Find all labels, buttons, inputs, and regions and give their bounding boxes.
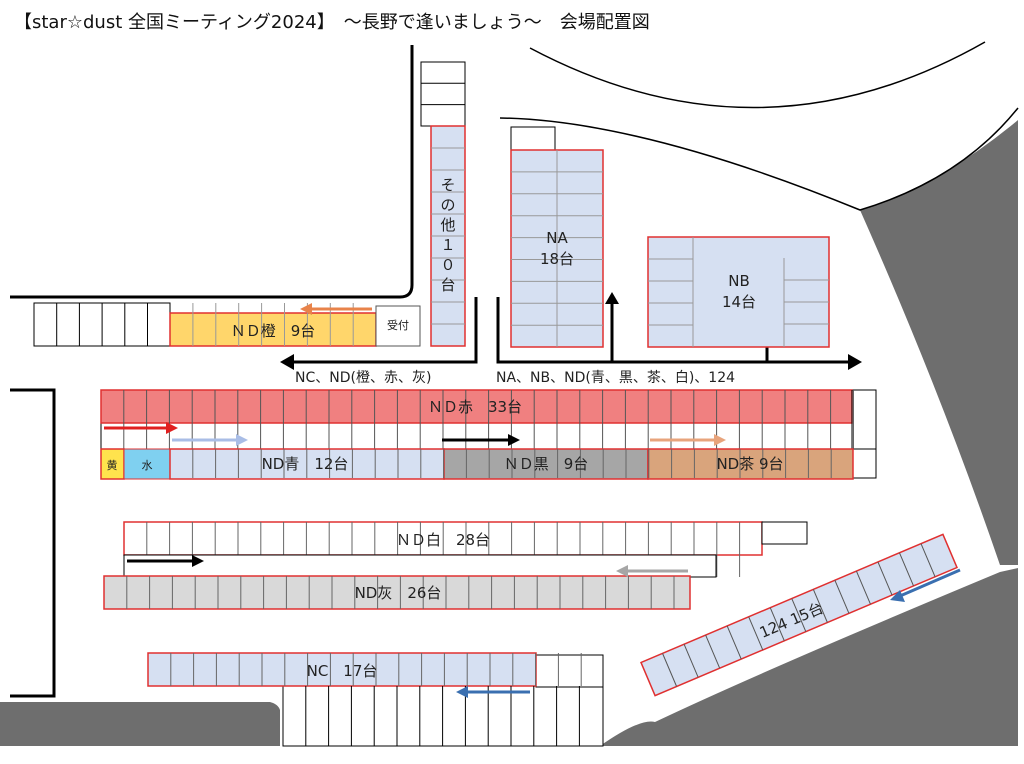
page-title: 【star☆dust 全国ミーティング2024】 ～長野で逢いましょう～ 会場配… bbox=[14, 12, 650, 33]
area-nd-gray-label: ND灰 26台 bbox=[355, 584, 442, 602]
area-nd-white-label: ＮＤ白 28台 bbox=[396, 531, 490, 549]
stall-line bbox=[834, 580, 850, 614]
area-nd-brown bbox=[647, 448, 854, 480]
stall-line bbox=[683, 644, 699, 678]
area-reception bbox=[375, 305, 421, 347]
area-sonota-label: その他 １ ０ 台 bbox=[440, 176, 455, 294]
area-lower-lane-grid bbox=[192, 449, 832, 478]
route-right-arrowhead bbox=[848, 354, 862, 370]
area-124: 124 15台 bbox=[640, 533, 958, 697]
road-divider-right bbox=[496, 297, 850, 364]
stall-line bbox=[791, 598, 807, 632]
arrow-brown-head bbox=[714, 434, 726, 446]
area-yellow-label: 黄 bbox=[107, 458, 118, 472]
route-right-label: NA、NB、ND(青、黒、茶、白)、124 bbox=[496, 370, 735, 386]
area-nd-gray bbox=[103, 575, 691, 610]
stall-line bbox=[812, 589, 828, 623]
stall-line bbox=[877, 561, 893, 596]
area-cyan-label: 水 bbox=[142, 459, 153, 472]
route-na-arrowhead bbox=[605, 292, 619, 304]
stall bbox=[420, 61, 466, 127]
route-left-arrowhead bbox=[280, 354, 294, 370]
area-nd-blue-label: ND青 12台 bbox=[262, 455, 349, 473]
stall-column-na-top bbox=[510, 126, 556, 151]
arrow-lightblue-head bbox=[236, 434, 248, 446]
area-reception-label: 受付 bbox=[387, 319, 409, 332]
area-nd-gray-grid bbox=[126, 576, 675, 609]
arrow-blue-head bbox=[456, 686, 468, 698]
boundary-left bbox=[10, 388, 56, 698]
area-sonota-char: の bbox=[440, 196, 455, 214]
area-nb bbox=[647, 236, 830, 348]
stall-nc-right bbox=[535, 654, 604, 688]
stall-line bbox=[769, 607, 785, 641]
stall-line bbox=[662, 653, 678, 687]
arrow-gray-head bbox=[616, 565, 628, 577]
area-nc bbox=[147, 652, 537, 687]
arrow-red-head bbox=[166, 422, 178, 434]
arrow-orange-head bbox=[300, 303, 312, 315]
area-nd-brown-label: ND茶 9台 bbox=[716, 455, 783, 473]
stall-line bbox=[855, 570, 871, 605]
stall-row-left-top bbox=[33, 302, 171, 347]
area-nd-red bbox=[100, 389, 853, 424]
road-divider-left bbox=[290, 297, 478, 364]
area-na-label-line2: 18台 bbox=[540, 250, 574, 268]
area-sonota-char: ０ bbox=[440, 256, 455, 274]
area-nc-label: NC 17台 bbox=[307, 662, 378, 680]
area-sonota-char: １ bbox=[440, 236, 455, 254]
area-sonota-char: 他 bbox=[440, 216, 455, 234]
area-nb-grid bbox=[648, 237, 829, 347]
area-nb-label-line2: 14台 bbox=[722, 293, 756, 311]
stall bbox=[510, 126, 556, 151]
stall-white-extra bbox=[761, 521, 808, 545]
area-nd-red-label: ＮＤ赤 33台 bbox=[428, 398, 522, 416]
arrow-black-head bbox=[508, 434, 520, 446]
area-nb-label-line1: NB bbox=[728, 272, 750, 290]
arrow-black-2-head bbox=[192, 555, 204, 567]
route-left-label: NC、ND(橙、赤、灰) bbox=[295, 370, 431, 386]
curve-inner bbox=[499, 107, 1019, 211]
arrow-blue-2-head bbox=[890, 590, 905, 602]
area-nd-orange-label: ＮＤ橙 9台 bbox=[231, 322, 316, 340]
stall-column-top bbox=[420, 61, 466, 127]
curve-outer bbox=[529, 41, 986, 109]
dark-ground-right bbox=[860, 120, 1018, 565]
area-na-grid bbox=[511, 150, 603, 347]
area-na-label-line1: NA bbox=[546, 229, 568, 247]
stall-line bbox=[899, 552, 915, 587]
area-sonota-char: そ bbox=[440, 176, 455, 194]
area-sonota-grid bbox=[431, 147, 465, 325]
area-nd-black-label: ＮＤ黒 9台 bbox=[504, 455, 589, 473]
stall-line bbox=[705, 634, 721, 669]
boundary-top-left bbox=[10, 45, 414, 299]
stall-line bbox=[726, 625, 742, 660]
dark-ground-bottom-left bbox=[0, 702, 280, 746]
area-sonota-char: 台 bbox=[440, 276, 455, 294]
stall-line bbox=[920, 543, 936, 577]
arrow-blue-2 bbox=[899, 568, 961, 598]
stall-line bbox=[748, 616, 764, 651]
dark-ground-bottom-right bbox=[600, 568, 1018, 746]
